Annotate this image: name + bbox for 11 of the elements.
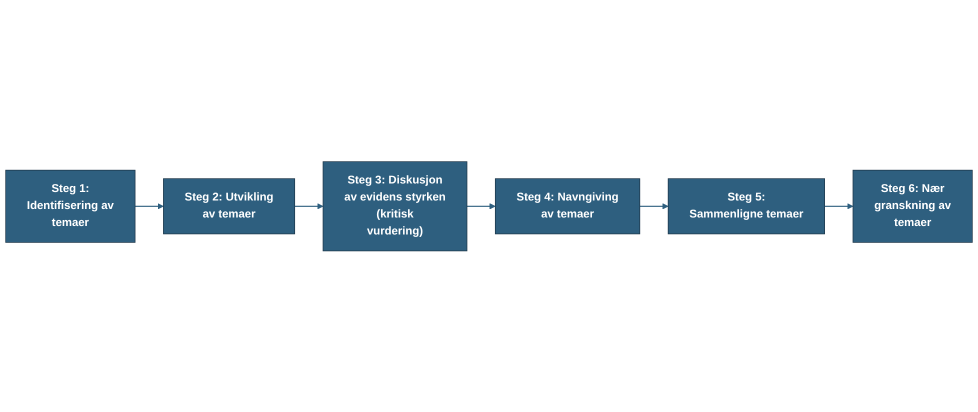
node-box: Steg 2: Utvikling av temaer [163,178,296,234]
arrow [466,202,496,210]
arrow [824,202,854,210]
node-box: Steg 1: Identifisering av temaer [5,170,136,242]
arrow [294,202,324,210]
node-box: Steg 3: Diskusjon av evidens styrken (kritisk vurdering) [322,161,468,251]
node-box: Steg 5: Sammenligne temaer [668,178,825,234]
arrow [640,202,668,210]
node-box: Steg 6: Nær granskning av temaer [852,170,973,242]
node-box: Steg 4: Navngiving av temaer [494,178,640,234]
arrow [135,202,164,210]
